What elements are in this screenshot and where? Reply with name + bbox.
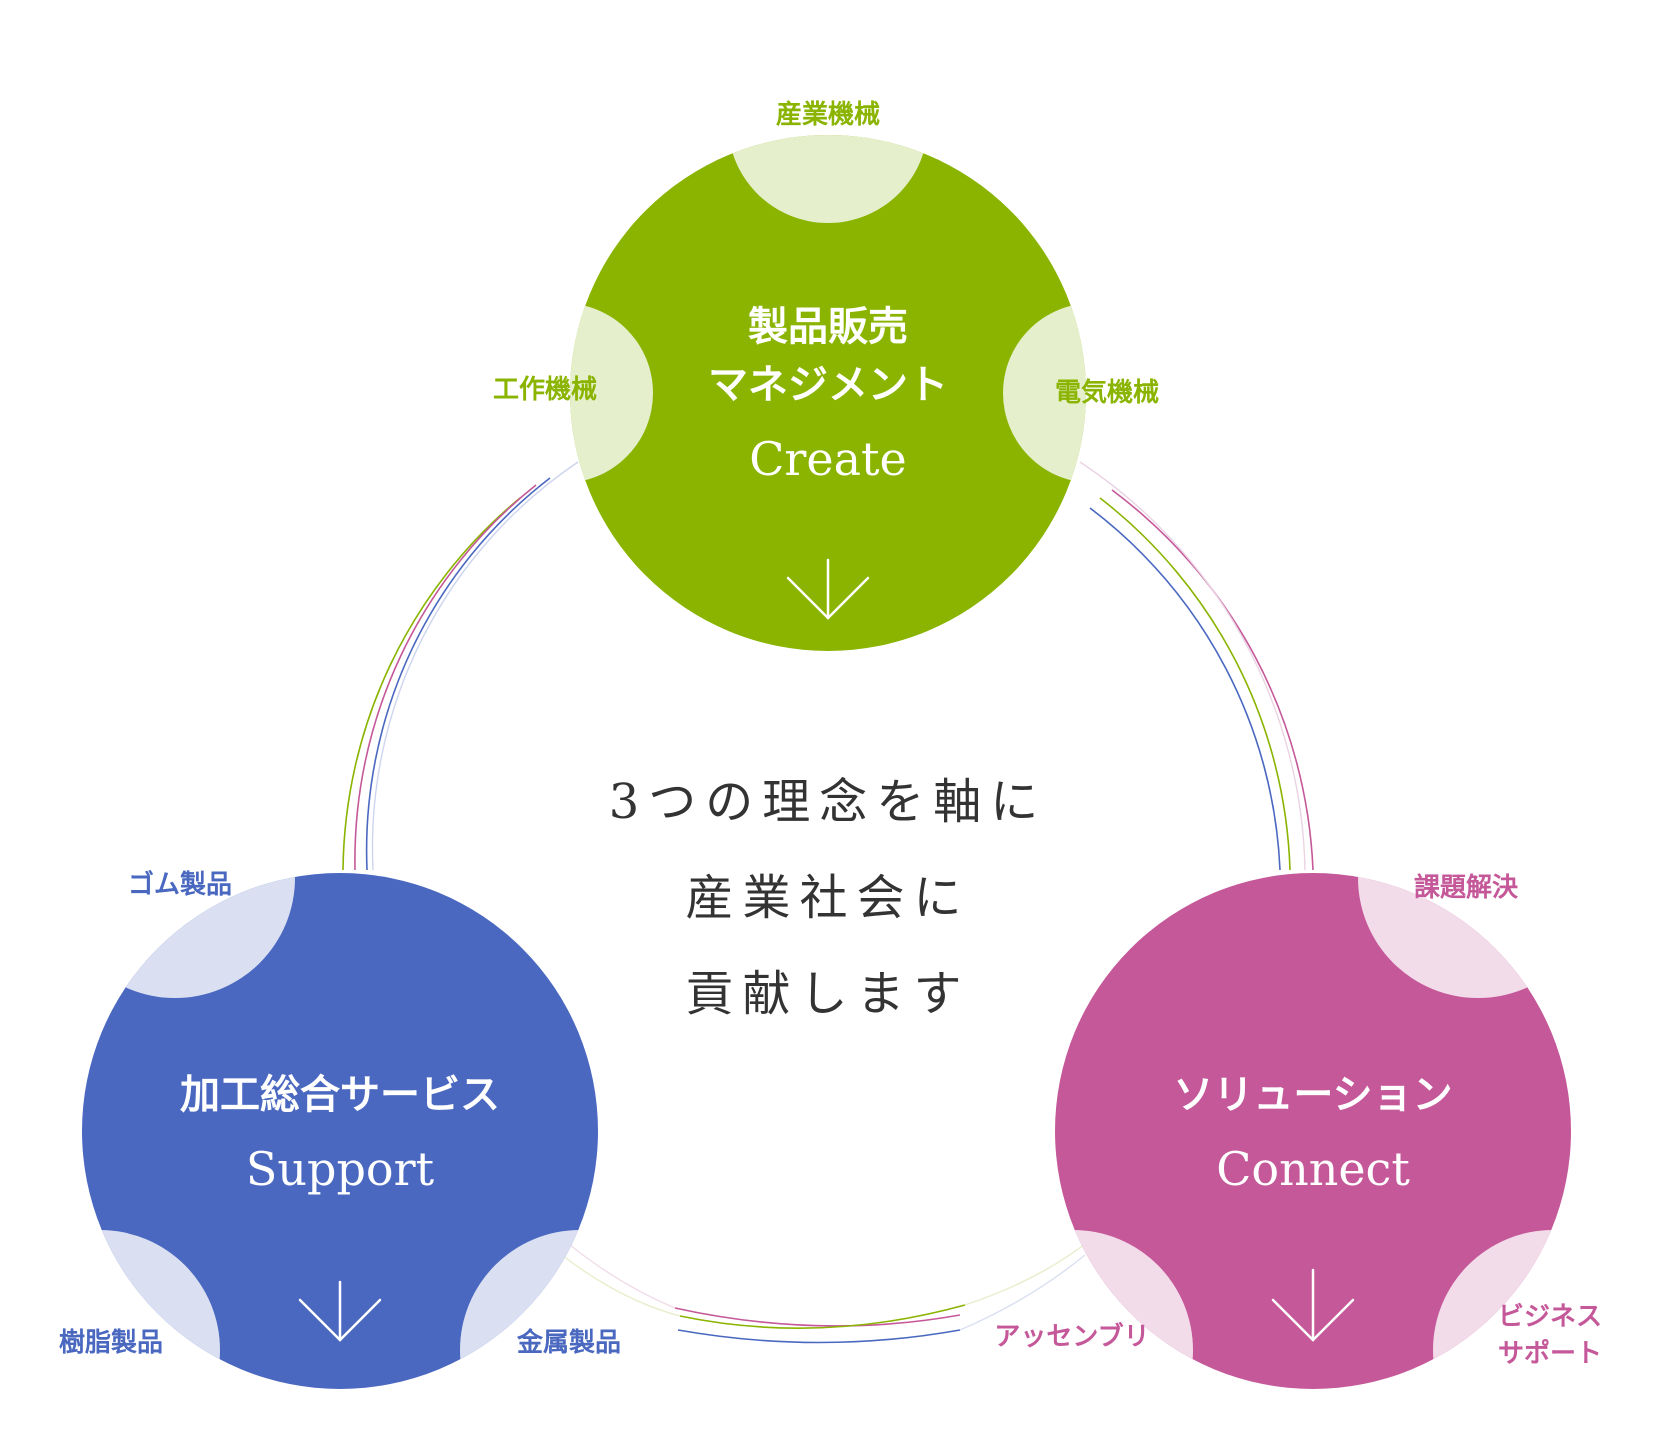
- create-tag-top: 産業機械: [776, 99, 880, 130]
- ring-arc-left-magenta: [354, 484, 537, 871]
- center-line-3: 貢献します: [685, 966, 970, 1022]
- support-title-1: 加工総合サービス: [180, 1072, 500, 1118]
- create-lobe-top: [728, 135, 928, 223]
- support-circle-bg: [82, 873, 598, 1389]
- ring-arc-left-green: [342, 497, 521, 871]
- connecting-rings: [342, 461, 1314, 1344]
- ring-arc-left-light: [371, 461, 579, 871]
- ring-arc-bottom-light-magenta: [569, 1244, 676, 1309]
- down-arrow-icon[interactable]: [1271, 1268, 1355, 1342]
- support-tag-bottom-right: 金属製品: [516, 1327, 621, 1358]
- ring-arc-right-blue: [1089, 507, 1281, 871]
- ring-arc-bottom-green: [679, 1304, 966, 1329]
- create-title-2: マネジメント: [708, 362, 948, 408]
- connect-tag-top: 課題解決: [1414, 872, 1519, 903]
- connect-tag-bottom-left: アッセンブリ: [994, 1321, 1149, 1352]
- support-subtitle: Support: [246, 1142, 435, 1196]
- create-lobe-left: [570, 303, 653, 483]
- create-subtitle: Create: [749, 432, 907, 486]
- connect-title-1: ソリューション: [1173, 1072, 1452, 1118]
- down-arrow-icon[interactable]: [786, 558, 870, 620]
- ring-arc-bottom-light-blue: [959, 1254, 1086, 1331]
- ring-arc-bottom-light-green-2: [964, 1239, 1091, 1306]
- create-title-1: 製品販売: [748, 304, 908, 350]
- create-tag-left: 工作機械: [493, 375, 597, 405]
- create-lobe-right: [1003, 303, 1086, 483]
- ring-arc-right-light: [1079, 461, 1306, 871]
- connect-tag-bottom-right-2: サポート: [1498, 1338, 1602, 1369]
- ring-arc-right-green: [1099, 497, 1291, 871]
- ring-arc-left-blue: [365, 477, 551, 871]
- create-circle[interactable]: 製品販売 マネジメント Create: [473, 23, 1183, 651]
- center-line-2: 産業社会に: [685, 870, 970, 926]
- create-circle-bg: [570, 135, 1086, 651]
- down-arrow-icon[interactable]: [298, 1280, 382, 1342]
- connect-subtitle: Connect: [1216, 1142, 1410, 1196]
- ring-arc-bottom-light-green: [561, 1254, 681, 1317]
- support-tag-top: ゴム製品: [128, 869, 232, 900]
- create-lobes: [570, 135, 1086, 483]
- connect-tag-bottom-right-1: ビジネス: [1498, 1302, 1602, 1332]
- connect-circle-bg: [1055, 873, 1571, 1389]
- ring-arc-bottom-magenta: [674, 1307, 961, 1327]
- support-tag-bottom-left: 樹脂製品: [59, 1328, 163, 1358]
- ring-arc-bottom-blue: [677, 1329, 961, 1344]
- center-statement: 3つの理念を軸に 産業社会に 貢献します: [609, 774, 1048, 1022]
- create-tag-right: 電気機械: [1055, 377, 1159, 408]
- ring-arc-right-magenta: [1111, 489, 1314, 871]
- center-line-1: 3つの理念を軸に: [609, 774, 1048, 830]
